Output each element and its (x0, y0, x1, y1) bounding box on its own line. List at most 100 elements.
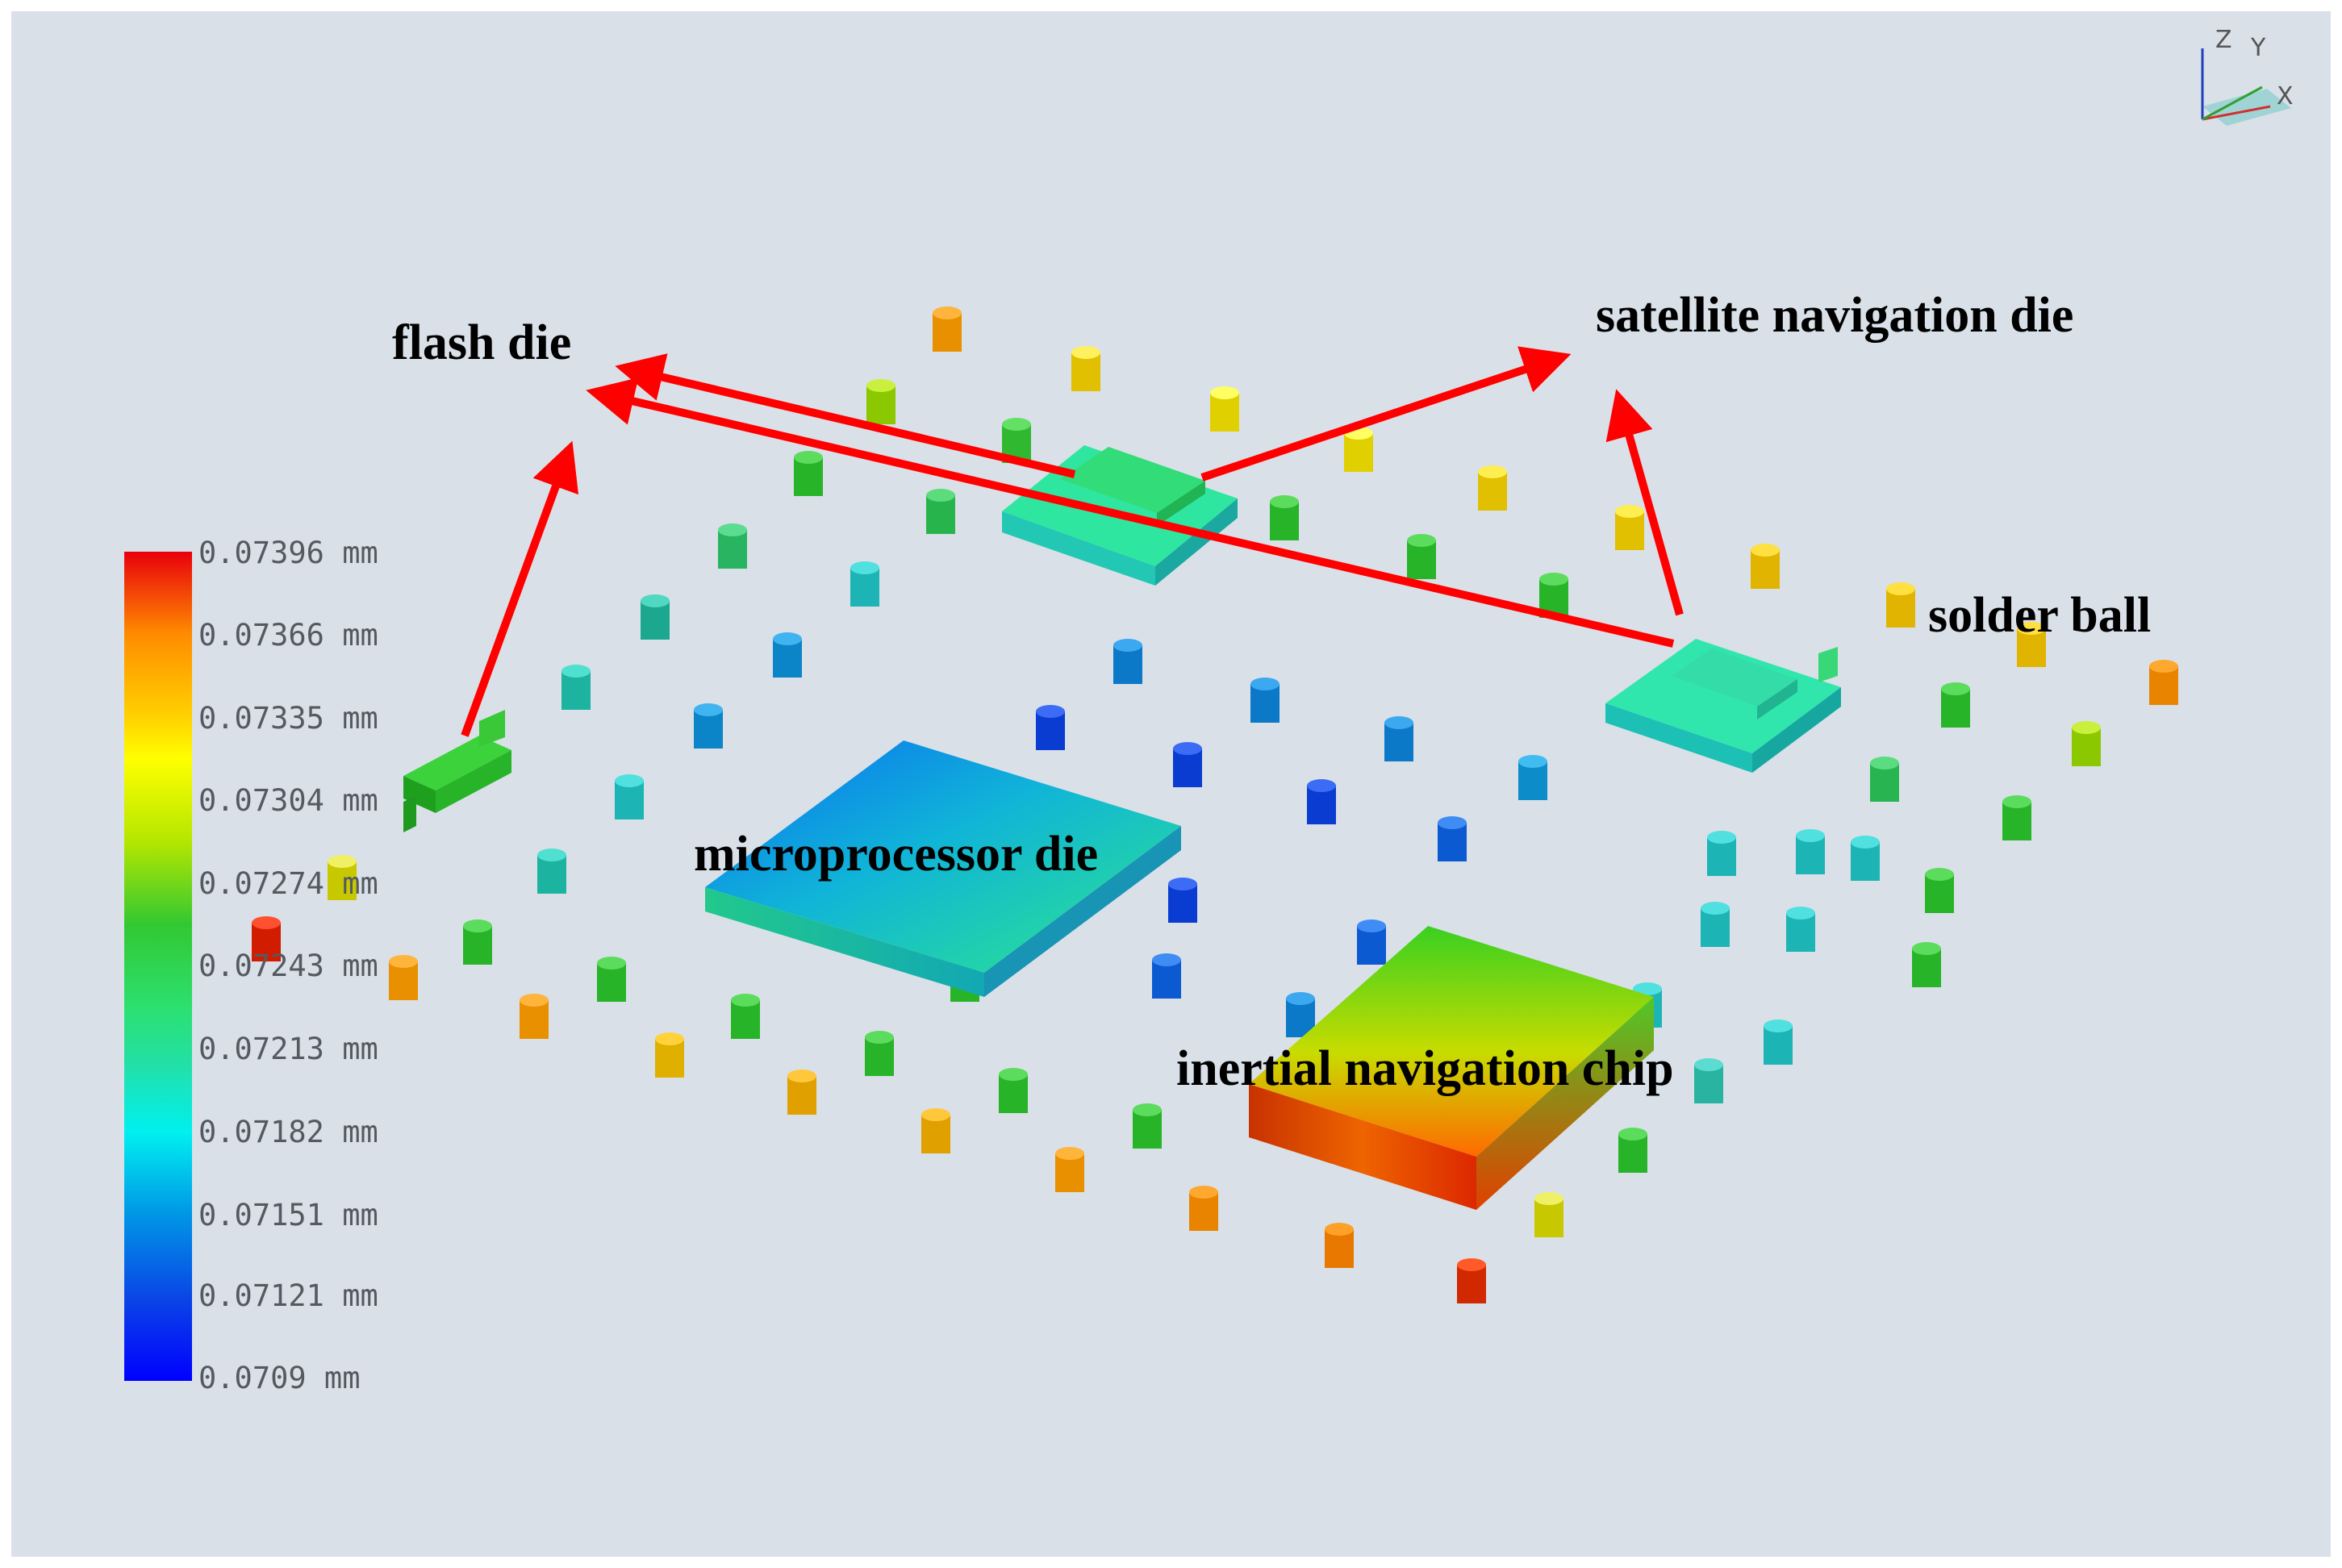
solder-ball (1912, 942, 1941, 987)
solder-ball (718, 523, 747, 569)
package-model (252, 48, 2291, 1303)
solder-ball (773, 632, 802, 678)
solder-ball (1250, 678, 1280, 723)
solder-ball (866, 379, 895, 424)
solder-ball (655, 1032, 684, 1078)
solder-ball (597, 957, 626, 1002)
solder-ball (520, 994, 549, 1039)
solder-ball (1518, 755, 1547, 800)
solder-ball (1925, 868, 1954, 913)
solder-ball (1941, 682, 1970, 728)
solder-ball (731, 994, 760, 1039)
solder-ball (389, 955, 418, 1000)
solder-balls (252, 307, 2178, 1303)
arrow-satellite-top (1200, 346, 1572, 482)
solder-ball (1133, 1103, 1162, 1149)
axis-triad-glyph (2201, 48, 2291, 126)
legend-label: 0.07243 mm (198, 949, 378, 983)
solder-ball (1307, 779, 1336, 824)
solder-ball (2149, 660, 2178, 705)
microprocessor-die-component (705, 740, 1181, 997)
solder-ball (921, 1108, 950, 1153)
legend-label: 0.07304 mm (198, 783, 378, 818)
legend-label: 0.07366 mm (198, 618, 378, 653)
solder-ball (1325, 1223, 1354, 1268)
solder-ball (1344, 427, 1373, 472)
legend-label: 0.07396 mm (198, 536, 378, 570)
solder-ball (1786, 907, 1815, 952)
label-inertial-navigation-chip: inertial navigation chip (1176, 1041, 1674, 1096)
arrow-satellite-right (1605, 389, 1684, 616)
solder-ball (1694, 1058, 1723, 1103)
solder-ball (537, 849, 566, 894)
solder-ball (1113, 639, 1142, 684)
solder-ball (1478, 465, 1507, 511)
arrow-flash-right (586, 377, 1675, 648)
annotation-arrows (461, 346, 1684, 737)
solder-ball (615, 774, 644, 819)
legend-label: 0.0709 mm (198, 1361, 361, 1395)
label-flash-die: flash die (392, 315, 572, 370)
solder-ball (1701, 902, 1730, 947)
solder-ball (1707, 831, 1736, 876)
solder-ball (1036, 705, 1065, 750)
solder-ball (787, 1070, 816, 1115)
solder-ball (463, 920, 492, 965)
solder-ball (1286, 992, 1315, 1037)
viewport-3d: 0.07396 mm 0.07366 mm 0.07335 mm 0.07304… (11, 11, 2331, 1557)
solder-ball (641, 594, 670, 640)
solder-ball (1152, 953, 1181, 999)
solder-ball (1357, 920, 1386, 965)
solder-ball (1764, 1020, 1793, 1065)
legend-label: 0.07213 mm (198, 1032, 378, 1066)
solder-ball (1407, 534, 1436, 579)
solder-ball (1055, 1147, 1084, 1192)
solder-ball (1438, 816, 1467, 861)
label-satellite-navigation-die: satellite navigation die (1596, 288, 2074, 343)
legend-label: 0.07182 mm (198, 1115, 378, 1149)
solder-ball (1071, 346, 1100, 391)
solder-ball (1189, 1186, 1218, 1231)
solder-ball (2002, 795, 2031, 840)
solder-ball (865, 1031, 894, 1076)
solder-ball (926, 489, 955, 534)
solder-ball (328, 855, 357, 900)
arrow-flash-left (461, 440, 579, 737)
solder-ball (1457, 1258, 1486, 1303)
flash-die-component (403, 710, 511, 832)
solder-ball (694, 703, 723, 749)
label-microprocessor-die: microprocessor die (694, 827, 1099, 882)
legend-label: 0.07151 mm (198, 1198, 378, 1232)
solder-ball (1618, 1128, 1647, 1173)
axis-triad-y: Y (2251, 34, 2266, 62)
label-solder-ball: solder ball (1928, 588, 2152, 643)
satellite-navigation-die-top (1002, 445, 1238, 586)
solder-ball (850, 561, 879, 607)
satellite-navigation-die-right (1605, 639, 1841, 773)
solder-ball (1751, 544, 1780, 589)
solder-ball (1851, 836, 1880, 881)
solder-ball (2072, 721, 2101, 766)
solder-ball (2017, 622, 2046, 667)
arrow-flash-mid (615, 353, 1076, 478)
solder-ball (1173, 742, 1202, 787)
solder-ball (1168, 878, 1197, 923)
solder-ball (933, 307, 962, 352)
solder-ball (1384, 716, 1413, 761)
solder-ball (1270, 495, 1299, 540)
solder-ball (794, 451, 823, 496)
solder-ball (1534, 1192, 1563, 1237)
axis-triad-x: X (2277, 82, 2294, 111)
solder-ball (1796, 829, 1825, 874)
legend-label: 0.07335 mm (198, 701, 378, 736)
solder-ball (561, 665, 591, 710)
inertial-navigation-chip-component (1249, 926, 1654, 1210)
solder-ball (1886, 582, 1915, 628)
axis-triad-z: Z (2215, 26, 2232, 54)
solder-ball (1210, 386, 1239, 432)
solder-ball (252, 916, 281, 961)
legend-label: 0.07274 mm (198, 866, 378, 901)
color-legend-bar (124, 552, 192, 1381)
solder-ball (1870, 757, 1899, 802)
solder-ball (999, 1068, 1028, 1113)
